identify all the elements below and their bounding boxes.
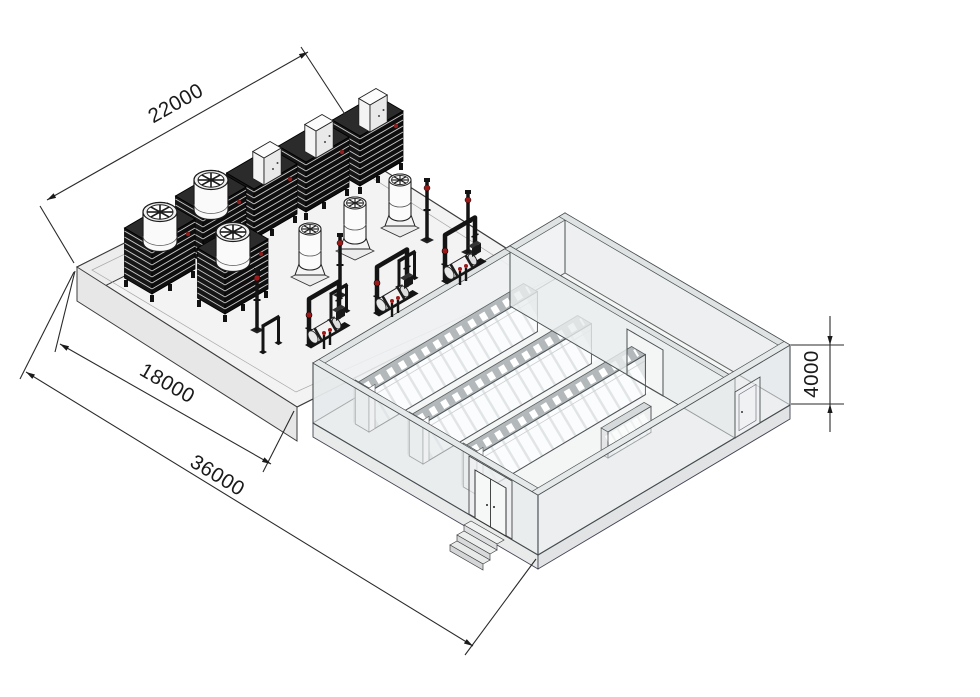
chiller-building: [312, 212, 791, 571]
pad-curb-front: [76, 266, 298, 442]
dimension-building-height: 4000: [791, 316, 844, 432]
entrance-door: [468, 455, 513, 540]
fan-unit-6: [215, 221, 251, 273]
dimension-label-4000: 4000: [800, 350, 823, 398]
room-door: [734, 376, 761, 439]
fan-unit-4: [193, 169, 229, 221]
fan-unit-5: [142, 201, 178, 253]
entrance-steps: [449, 520, 505, 571]
dimension-label-36000: 36000: [186, 450, 249, 501]
wall-cap-front-right: [531, 341, 791, 496]
dimension-label-22000: 22000: [144, 79, 207, 128]
